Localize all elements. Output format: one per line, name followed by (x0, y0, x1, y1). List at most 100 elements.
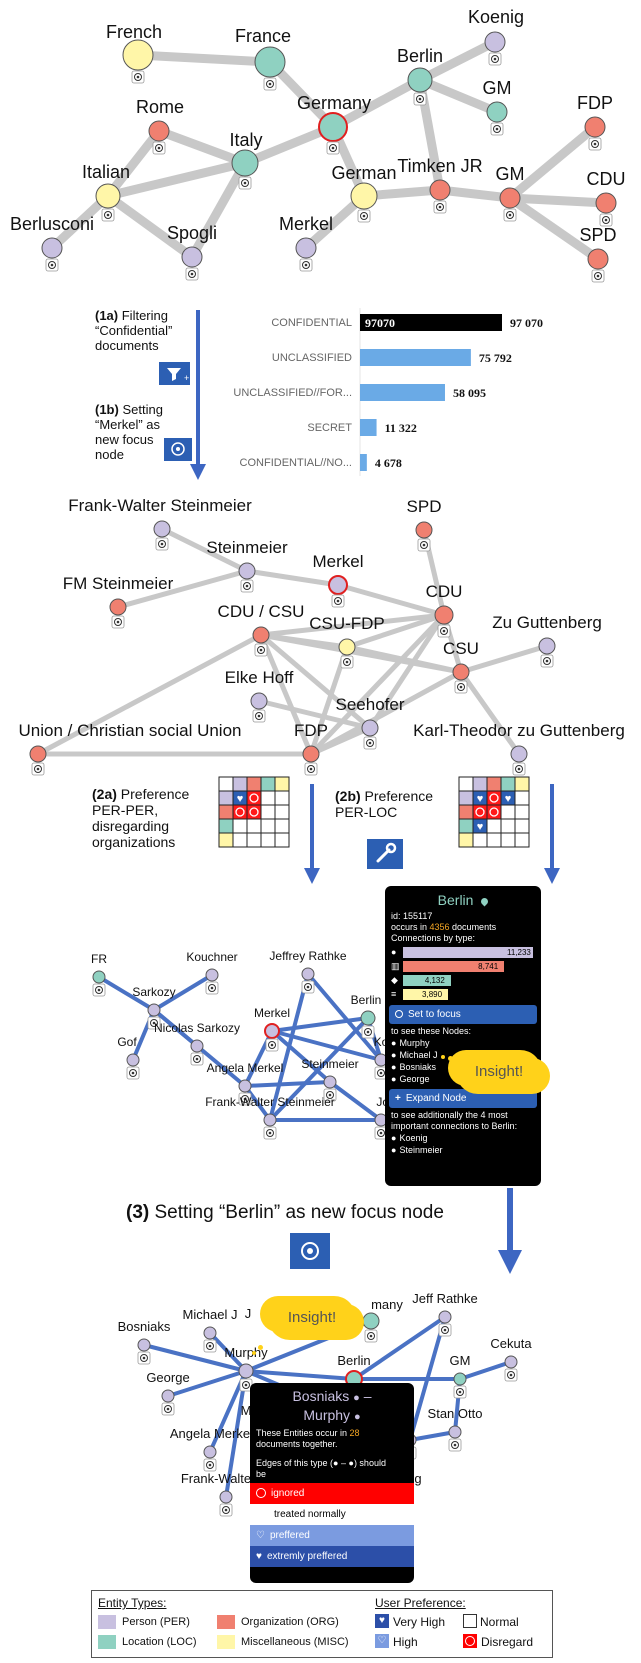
node-italy[interactable]: Italy (229, 130, 263, 190)
node-fws[interactable]: Frank-Walter Steinmeier (68, 496, 252, 551)
node-circle[interactable] (238, 1363, 254, 1379)
node-fdp[interactable]: FDP (577, 93, 613, 151)
node-fws[interactable]: Frank-Walter Steinmeier (205, 1095, 335, 1140)
node-circle[interactable] (263, 1113, 277, 1127)
focus-target-icon[interactable] (238, 176, 252, 190)
node-angela[interactable]: Angela Merkel (207, 1061, 284, 1106)
node-circle[interactable] (203, 1445, 217, 1459)
focus-target-icon[interactable] (263, 77, 277, 91)
matrix-cell[interactable] (472, 832, 488, 848)
matrix-cell[interactable] (514, 832, 530, 848)
node-csufdp[interactable]: CSU-FDP (309, 614, 385, 669)
node-cekuta[interactable]: Cekuta (490, 1336, 532, 1382)
matrix-cell[interactable] (218, 776, 234, 792)
focus-target-icon[interactable] (437, 624, 451, 638)
matrix-cell[interactable] (458, 832, 474, 848)
node-csu[interactable]: CSU (443, 639, 479, 694)
focus-target-icon[interactable] (512, 762, 526, 776)
node-circle[interactable] (203, 1326, 217, 1340)
node-circle[interactable] (238, 1079, 252, 1093)
matrix-cell[interactable] (232, 804, 248, 820)
focus-target-icon[interactable] (448, 1438, 462, 1452)
node-circle[interactable] (328, 575, 348, 595)
focus-target-icon[interactable] (361, 1025, 375, 1039)
node-circle[interactable] (190, 1039, 204, 1053)
matrix-cell[interactable] (514, 804, 530, 820)
node-germany[interactable]: many (362, 1297, 403, 1343)
matrix-cell[interactable] (246, 804, 262, 820)
node-circle[interactable] (407, 67, 433, 93)
node-steinmeier[interactable]: Steinmeier (301, 1057, 359, 1102)
node-seehofer[interactable]: Seehofer (336, 695, 405, 750)
node-circle[interactable] (510, 745, 528, 763)
node-circle[interactable] (538, 637, 556, 655)
focus-target-icon[interactable] (374, 1126, 388, 1140)
matrix-cell[interactable] (232, 818, 248, 834)
node-bosniaks[interactable]: Bosniaks (118, 1319, 171, 1365)
matrix-cell[interactable] (274, 776, 290, 792)
node-circle[interactable] (438, 1310, 452, 1324)
matrix-cell[interactable] (458, 818, 474, 834)
node-circle[interactable] (161, 1389, 175, 1403)
node-circle[interactable] (338, 638, 356, 656)
node-circle[interactable] (350, 182, 378, 210)
focus-target-icon[interactable] (265, 1038, 279, 1052)
matrix-cell[interactable] (218, 804, 234, 820)
matrix-cell[interactable] (500, 818, 516, 834)
node-stan[interactable]: Stan Otto (428, 1406, 483, 1452)
matrix-cell[interactable] (260, 818, 276, 834)
node-circle[interactable] (295, 237, 317, 259)
focus-target-icon[interactable] (111, 615, 125, 629)
matrix-cell[interactable] (486, 804, 502, 820)
node-circle[interactable] (374, 1053, 388, 1067)
matrix-cell[interactable] (514, 776, 530, 792)
node-merkel[interactable]: Merkel (279, 214, 333, 272)
node-circle[interactable] (323, 1075, 337, 1089)
node-circle[interactable] (362, 1312, 380, 1330)
node-koenig[interactable]: Koenig (468, 7, 524, 66)
focus-target-icon[interactable] (126, 1066, 140, 1080)
node-fdp[interactable]: FDP (294, 721, 328, 776)
focus-target-icon[interactable] (326, 141, 340, 155)
focus-target-icon[interactable] (374, 1066, 388, 1080)
node-circle[interactable] (415, 521, 433, 539)
focus-target-icon[interactable] (363, 736, 377, 750)
focus-target-icon[interactable] (540, 654, 554, 668)
matrix-cell[interactable] (246, 832, 262, 848)
matrix-cell[interactable] (500, 776, 516, 792)
node-murphy[interactable]: Murphy (224, 1345, 268, 1392)
focus-target-icon[interactable] (185, 267, 199, 281)
focus-target-icon[interactable] (152, 141, 166, 155)
node-circle[interactable] (403, 1433, 417, 1447)
focus-target-icon[interactable] (504, 1368, 518, 1382)
node-cducsu[interactable]: CDU / CSU (218, 602, 305, 657)
focus-target-icon[interactable] (254, 643, 268, 657)
matrix-cell[interactable] (274, 804, 290, 820)
matrix-cell[interactable] (458, 776, 474, 792)
focus-target-icon[interactable] (599, 213, 613, 227)
node-fws[interactable]: Frank-Walte (181, 1471, 251, 1517)
node-gm2[interactable]: GM (496, 164, 525, 222)
node-circle[interactable] (205, 968, 219, 982)
node-circle[interactable] (504, 1355, 518, 1369)
node-circle[interactable] (374, 1113, 388, 1127)
focus-target-icon[interactable] (137, 1351, 151, 1365)
node-fm[interactable]: FM Steinmeier (63, 574, 174, 629)
matrix-cell[interactable] (218, 790, 234, 806)
node-merkel[interactable]: Merkel (254, 1006, 290, 1052)
focus-target-icon[interactable] (263, 1126, 277, 1140)
node-angela[interactable]: Angela Merke (170, 1426, 250, 1472)
node-spd[interactable]: SPD (579, 225, 617, 283)
focus-target-icon[interactable] (299, 258, 313, 272)
node-zug[interactable]: Zu Guttenberg (492, 613, 602, 668)
node-circle[interactable] (360, 1010, 376, 1026)
node-circle[interactable] (92, 970, 106, 984)
matrix-cell[interactable] (260, 804, 276, 820)
focus-target-icon[interactable] (203, 1339, 217, 1353)
node-circle[interactable] (499, 187, 521, 209)
focus-target-icon[interactable] (203, 1458, 217, 1472)
focus-target-icon[interactable] (101, 208, 115, 222)
matrix-cell[interactable] (274, 832, 290, 848)
focus-target-icon[interactable] (301, 980, 315, 994)
node-circle[interactable] (126, 1053, 140, 1067)
